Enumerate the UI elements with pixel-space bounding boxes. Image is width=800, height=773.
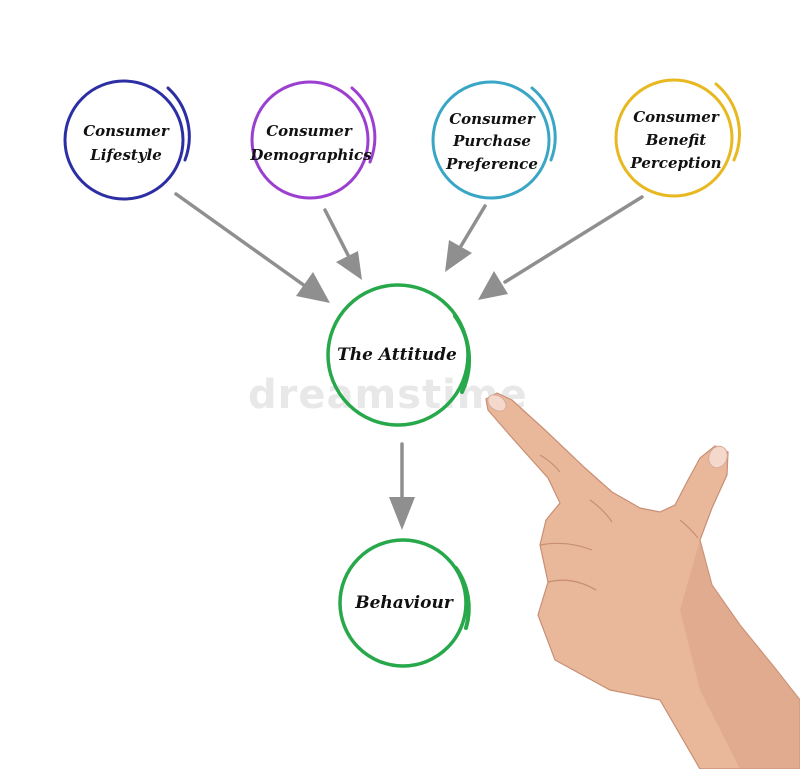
node-consumer-benefit-perception: Consumer Benefit Perception [614, 78, 741, 198]
node-label-line-1: Consumer [449, 110, 536, 128]
node-label-line-1: Consumer [83, 122, 170, 140]
arrow-attitude-to-behaviour [389, 442, 415, 530]
node-circle [250, 80, 370, 200]
arrow-purchase-to-attitude [445, 204, 487, 272]
node-swoosh [714, 82, 741, 162]
node-label-line-2: Purchase [452, 132, 531, 150]
arrow-lifestyle-to-attitude [174, 192, 330, 303]
node-label-line-3: Perception [629, 154, 721, 172]
node-label-line-1: Consumer [633, 108, 720, 126]
node-consumer-lifestyle: Consumer Lifestyle [63, 79, 191, 201]
thumb-nail [708, 445, 728, 469]
arrow-benefit-to-attitude [478, 195, 644, 300]
node-consumer-demographics: Consumer Demographics [249, 80, 377, 200]
node-swoosh [454, 566, 471, 630]
node-label-line-2: Benefit [645, 131, 707, 149]
watermark: dreamstime [248, 372, 528, 418]
node-swoosh [453, 314, 472, 394]
index-nail [487, 394, 507, 412]
node-label-line-1: Behaviour [354, 593, 454, 613]
node-label-line-3: Preference [445, 155, 538, 173]
node-circle [614, 78, 734, 198]
node-circle [338, 538, 468, 668]
node-label-line-2: Lifestyle [89, 146, 162, 164]
pointing-hand-image [485, 392, 800, 770]
node-label-line-2: Demographics [249, 146, 372, 164]
node-swoosh [166, 86, 191, 162]
node-consumer-purchase-preference: Consumer Purchase Preference [431, 80, 557, 200]
node-label-line-1: Consumer [266, 122, 353, 140]
node-behaviour: Behaviour [338, 538, 471, 668]
node-label-line-1: The Attitude [337, 345, 457, 365]
node-the-attitude: The Attitude [326, 283, 472, 427]
node-swoosh [530, 86, 557, 162]
arrow-demographics-to-attitude [323, 208, 362, 280]
node-circle [63, 79, 185, 201]
node-swoosh [350, 86, 377, 164]
node-circle [431, 80, 551, 200]
